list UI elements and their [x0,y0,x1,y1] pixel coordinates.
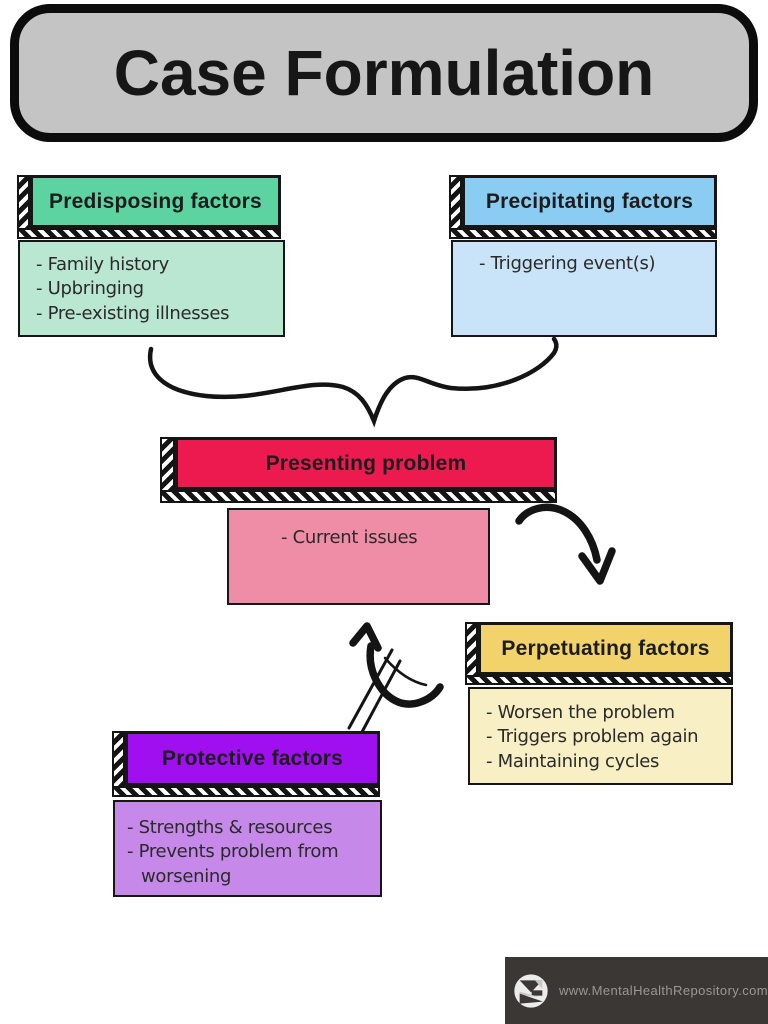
perpetuating-3d-edge-bottom [465,675,733,685]
presenting-body: - Current issues [227,508,490,605]
footer-url: www.MentalHealthRepository.com [559,983,768,998]
envelope-m-logo-icon [514,973,548,1008]
perpetuating-body: - Worsen the problem - Triggers problem … [468,687,733,785]
predisposing-label: Predisposing factors [49,189,262,213]
arrow-to-perpetuating-icon [515,503,616,585]
arrow-protective-to-presenting-icon [347,622,444,734]
list-item: - Prevents problem from worsening [127,841,339,887]
predisposing-body: - Family history - Upbringing - Pre-exis… [18,240,285,337]
presenting-3d-edge-bottom [160,490,557,503]
protective-header: Protective factors [125,731,380,786]
page-title: Case Formulation [113,37,655,109]
list-item: - Triggers problem again [486,726,699,748]
precipitating-label: Precipitating factors [485,189,694,213]
protective-3d-edge-bottom [112,786,380,797]
presenting-header: Presenting problem [175,437,557,490]
perpetuating-header: Perpetuating factors [478,622,733,675]
list-item: - Worsen the problem [486,702,675,723]
precipitating-body: - Triggering event(s) [451,240,717,337]
protective-body: - Strengths & resources - Prevents probl… [113,800,382,897]
footer-bar: www.MentalHealthRepository.com [505,957,768,1024]
list-item: - Family history [36,254,169,275]
precipitating-header: Precipitating factors [462,175,717,228]
predisposing-3d-edge-bottom [17,228,281,239]
list-item: - Triggering event(s) [479,253,656,274]
list-item: - Strengths & resources [127,817,333,838]
predisposing-header: Predisposing factors [30,175,281,228]
presenting-label: Presenting problem [265,451,467,475]
title-plate: Case Formulation [10,4,758,142]
protective-label: Protective factors [161,746,343,770]
precipitating-3d-edge-bottom [449,228,717,239]
list-item: - Upbringing [36,278,144,300]
perpetuating-label: Perpetuating factors [501,636,710,660]
brace-connector [147,336,559,428]
list-item: - Pre-existing illnesses [36,302,230,324]
list-item: - Maintaining cycles [486,750,660,772]
list-item: - Current issues [281,527,418,548]
